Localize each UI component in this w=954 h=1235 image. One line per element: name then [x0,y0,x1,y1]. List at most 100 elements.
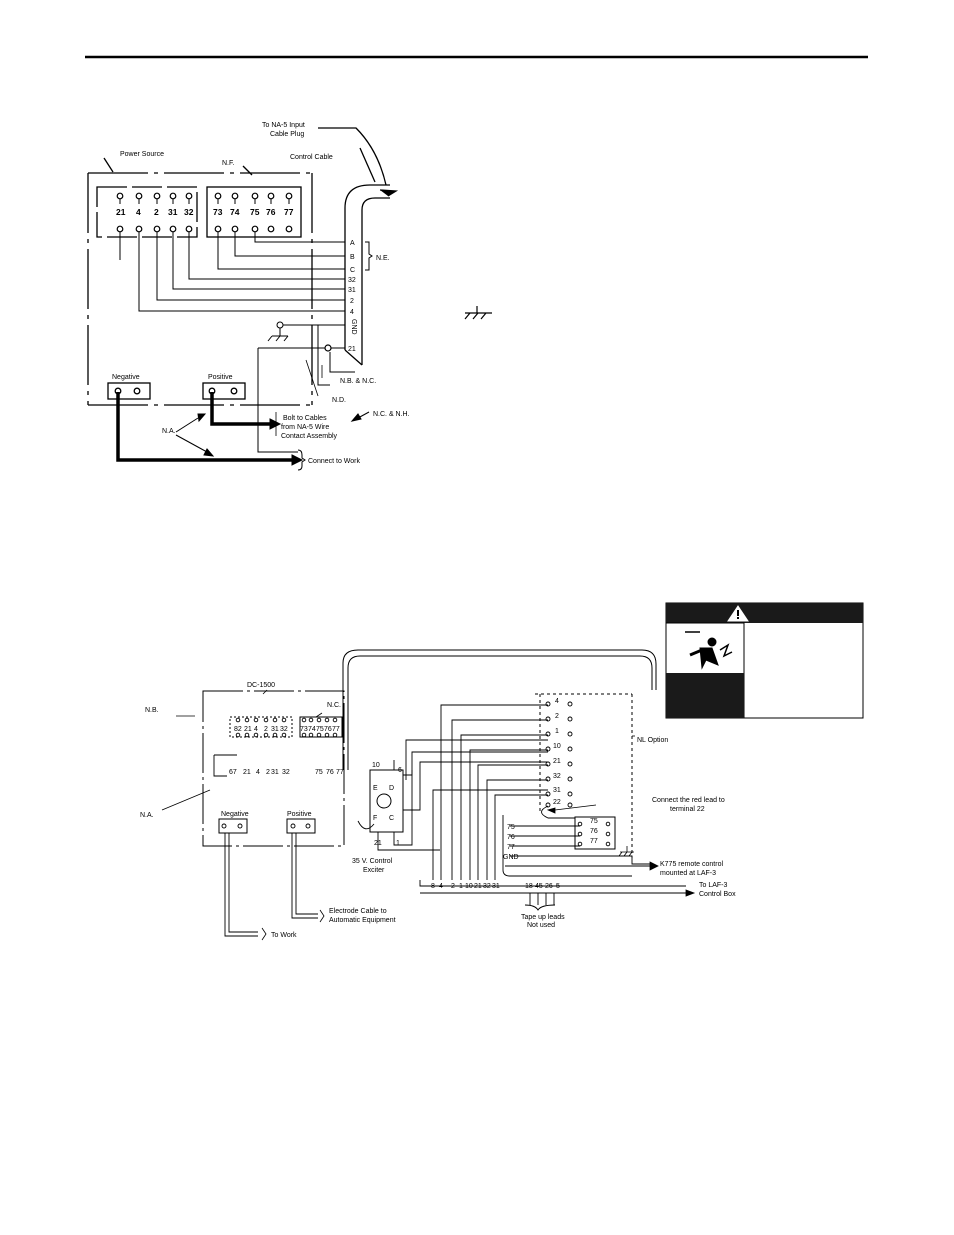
nlsub-76: 76 [590,828,598,835]
d2-t-2: 2 [264,726,268,733]
pin-c: C [350,267,355,274]
label-bolt-2: from NA-5 Wire [281,424,329,431]
diagram-dc1500-connection [202,649,657,858]
d2-m-2: 2 [266,769,270,776]
tl-45: 45 [535,883,543,890]
label-control-cable: Control Cable [290,154,333,161]
exc-e: E [373,785,378,792]
label-na: N.A. [162,428,176,435]
d2-m-77: 77 [336,769,344,776]
nlsubl-75: 75 [507,824,515,831]
legend-ground-icon [464,306,492,320]
label-nbnc: N.B. & N.C. [340,378,376,385]
nlsubl-gnd: GND [503,854,519,861]
d2-m-21: 21 [243,769,251,776]
exc-f: F [373,815,377,822]
exc-1: 1 [396,840,400,847]
pin-2: 2 [350,298,354,305]
ground-icon [267,321,289,342]
work-brace-2 [261,927,267,941]
d2-t-82: 82 [234,726,242,733]
exc-6: 6 [398,767,402,774]
label-red-lead-1: Connect the red lead to [652,797,725,804]
diagram1-labels: To NA-5 Input Cable Plug Control Cable P… [112,122,410,465]
d2-ground-icon [618,846,634,857]
ne-bracket [365,241,373,271]
work-brace [297,449,306,471]
d2-m-75: 75 [315,769,323,776]
t1-4: 4 [136,207,141,217]
nl-31: 31 [553,787,561,794]
nlsubl-76: 76 [507,834,515,841]
nlsub-75: 75 [590,818,598,825]
nl-21: 21 [553,758,561,765]
label-ne: N.E. [376,255,390,262]
label-to-na5-1: To NA-5 Input [262,122,305,129]
t1-31: 31 [168,207,178,217]
t1-77: 77 [284,207,294,217]
d2-m-67: 67 [229,769,237,776]
diagram1-arrows [175,359,370,466]
label-laf3-1: To LAF-3 [699,882,728,889]
t1-75: 75 [250,207,260,217]
label-nf: N.F. [222,160,235,167]
d2-t-32: 32 [280,726,288,733]
label-nc: N.C. [327,702,341,709]
label-na-2: N.A. [140,812,154,819]
nlsub-77: 77 [590,838,598,845]
tl-18: 18 [525,883,533,890]
pin-b: B [350,254,355,261]
label-tape-2: Not used [527,922,555,929]
label-negative: Negative [112,374,140,381]
bl-8: 8 [431,883,435,890]
bl-31: 31 [492,883,500,890]
label-nl-option: NL Option [637,737,668,744]
tl-5: 5 [556,883,560,890]
bl-4: 4 [439,883,443,890]
d2-t-76: 76 [324,726,332,733]
t1-32: 32 [184,207,194,217]
label-to-na5-2: Cable Plug [270,131,304,138]
nl-22: 22 [553,799,561,806]
nl-4: 4 [555,698,559,705]
pin-31: 31 [348,287,356,294]
diagram1-output-studs [107,382,246,400]
bl-32: 32 [483,883,491,890]
label-electrode-1: Electrode Cable to [329,908,387,915]
label-exciter-2: Exciter [363,867,385,874]
nl-2: 2 [555,713,559,720]
t1-74: 74 [230,207,240,217]
d2-t-75: 75 [316,726,324,733]
exc-c: C [389,815,394,822]
t1-73: 73 [213,207,223,217]
d2-t-74: 74 [308,726,316,733]
nl-10: 10 [553,743,561,750]
label-tape-1: Tape up leads [521,914,565,921]
d2-m-32: 32 [282,769,290,776]
label-positive: Positive [208,374,233,381]
diagram1-posts [116,192,293,233]
t1-2: 2 [154,207,159,217]
label-ncnh: N.C. & N.H. [373,411,410,418]
exc-d: D [389,785,394,792]
label-laf3-2: Control Box [699,891,736,898]
bl-10: 10 [465,883,473,890]
nl-32: 32 [553,773,561,780]
t1-21: 21 [116,207,126,217]
exc-21: 21 [374,840,382,847]
pin-21: 21 [348,346,356,353]
label-k775-1: K775 remote control [660,861,723,868]
label-to-work: To Work [271,932,297,939]
nl-1: 1 [555,728,559,735]
t1-76: 76 [266,207,276,217]
diagram2-arrows [161,689,696,897]
label-connect-work: Connect to Work [308,458,361,465]
label-positive-2: Positive [287,811,312,818]
label-red-lead-2: terminal 22 [670,806,705,813]
d2-t-31: 31 [271,726,279,733]
label-dc1500: DC-1500 [247,682,275,689]
d2-m-4: 4 [256,769,260,776]
label-exciter-1: 35 V. Control [352,858,393,865]
pin-a: A [350,240,355,247]
